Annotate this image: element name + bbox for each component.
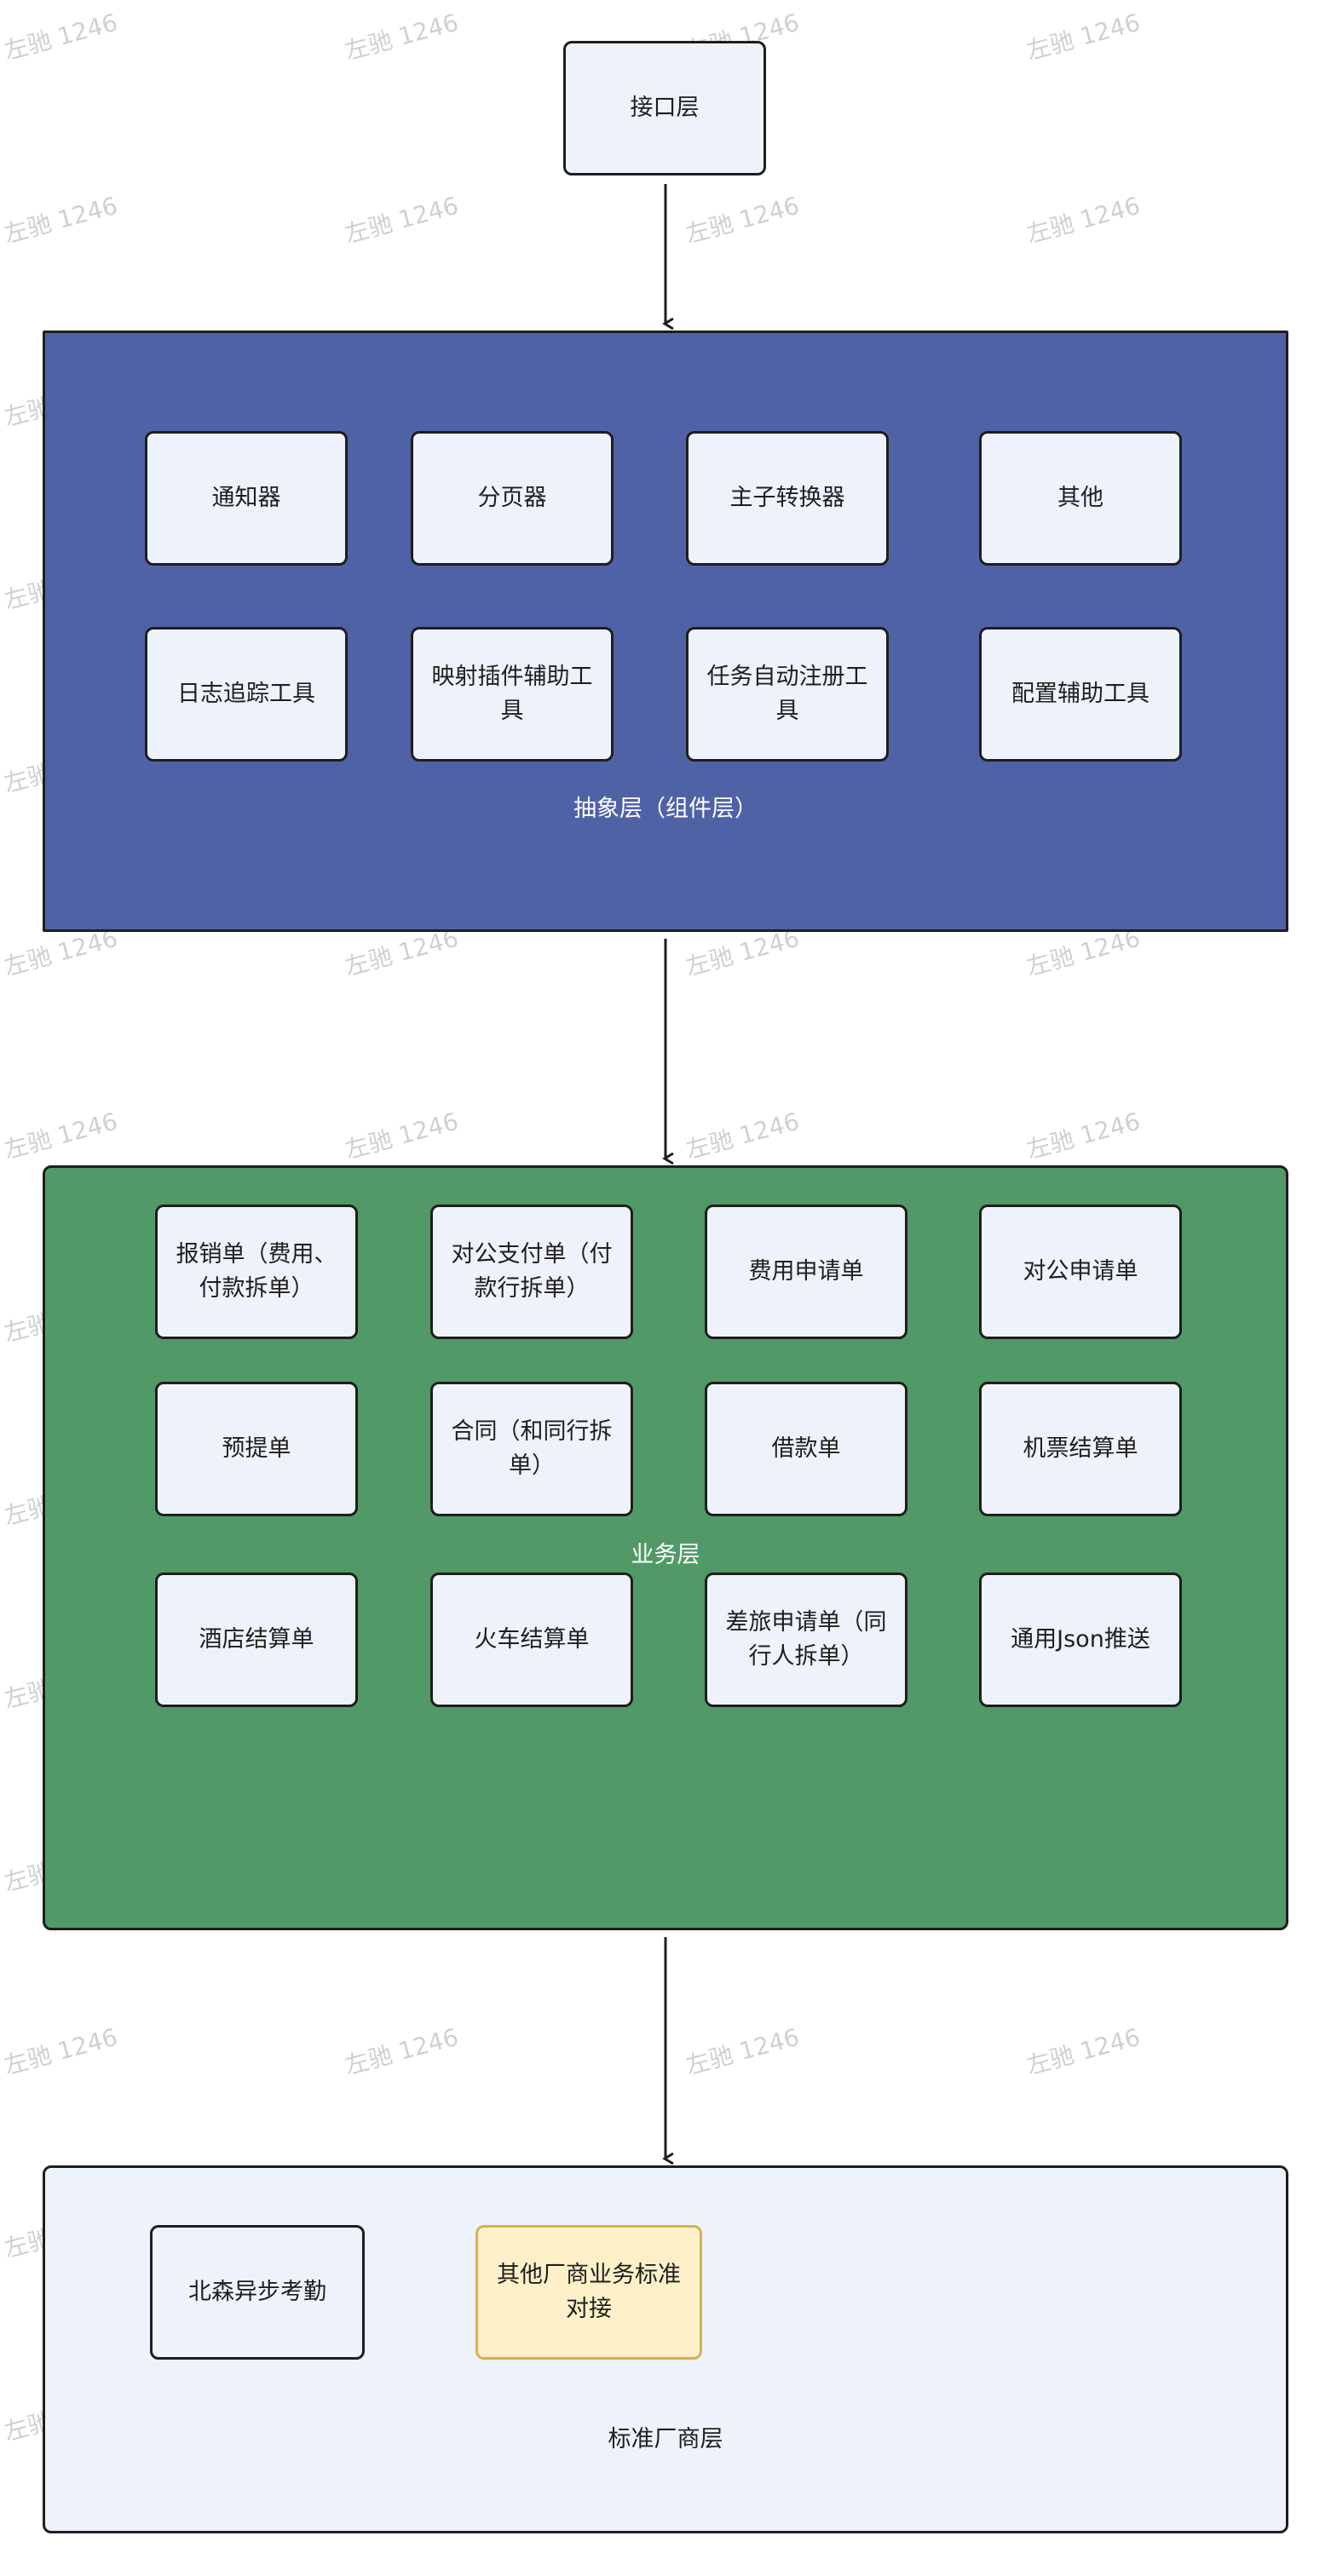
- watermark-text: 左驰 1246: [683, 1107, 803, 1164]
- doc-train-settlement: 火车结算单: [430, 1573, 633, 1707]
- watermark-text: 左驰 1246: [1023, 1107, 1144, 1164]
- doc-corporate-application: 对公申请单: [979, 1205, 1182, 1339]
- doc-loan: 借款单: [705, 1382, 908, 1516]
- component-other: 其他: [979, 431, 1182, 566]
- doc-hotel-settlement: 酒店结算单: [155, 1573, 358, 1707]
- api-layer-node: 接口层: [563, 41, 766, 175]
- component-paginator: 分页器: [411, 431, 614, 566]
- watermark-text: 左驰 1246: [1023, 2022, 1144, 2080]
- watermark-text: 左驰 1246: [1023, 191, 1144, 249]
- watermark-text: 左驰 1246: [1, 191, 121, 249]
- watermark-text: 左驰 1246: [1023, 8, 1144, 66]
- component-log-tracing-tool: 日志追踪工具: [145, 627, 348, 762]
- doc-expense-application: 费用申请单: [705, 1205, 908, 1339]
- component-master-detail-converter: 主子转换器: [686, 431, 889, 566]
- doc-contract: 合同（和同行拆单）: [430, 1382, 633, 1516]
- watermark-text: 左驰 1246: [342, 2022, 462, 2080]
- watermark-text: 左驰 1246: [1, 2022, 121, 2080]
- vendor-other-standard-integration: 其他厂商业务标准对接: [475, 2225, 702, 2360]
- component-config-helper-tool: 配置辅助工具: [979, 627, 1182, 762]
- component-notifier: 通知器: [145, 431, 348, 566]
- watermark-text: 左驰 1246: [342, 8, 462, 66]
- abstract-layer: 通知器 分页器 主子转换器 其他 日志追踪工具 映射插件辅助工具 任务自动注册工…: [43, 331, 1288, 932]
- watermark-text: 左驰 1246: [342, 191, 462, 249]
- doc-expense-reimbursement: 报销单（费用、付款拆单）: [155, 1205, 358, 1339]
- doc-generic-json-push: 通用Json推送: [979, 1573, 1182, 1707]
- watermark-text: 左驰 1246: [342, 1107, 462, 1164]
- watermark-text: 左驰 1246: [683, 191, 803, 249]
- api-layer-label: 接口层: [630, 95, 700, 121]
- vendor-beisen-attendance: 北森异步考勤: [150, 2225, 365, 2360]
- business-layer: 报销单（费用、付款拆单） 对公支付单（付款行拆单） 费用申请单 对公申请单 预提…: [43, 1165, 1288, 1930]
- watermark-text: 左驰 1246: [1, 8, 121, 66]
- doc-accrual: 预提单: [155, 1382, 358, 1516]
- abstract-layer-label: 抽象层（组件层）: [573, 796, 758, 822]
- doc-air-ticket-settlement: 机票结算单: [979, 1382, 1182, 1516]
- doc-corporate-payment: 对公支付单（付款行拆单）: [430, 1205, 633, 1339]
- watermark-text: 左驰 1246: [1, 1107, 121, 1164]
- component-mapping-plugin-tool: 映射插件辅助工具: [411, 627, 614, 762]
- vendor-layer: 北森异步考勤 其他厂商业务标准对接 标准厂商层: [43, 2165, 1288, 2533]
- doc-travel-application: 差旅申请单（同行人拆单）: [705, 1573, 908, 1707]
- watermark-text: 左驰 1246: [683, 2022, 803, 2080]
- vendor-layer-label: 标准厂商层: [608, 2426, 723, 2452]
- component-task-auto-register-tool: 任务自动注册工具: [686, 627, 889, 762]
- business-layer-label: 业务层: [631, 1542, 700, 1568]
